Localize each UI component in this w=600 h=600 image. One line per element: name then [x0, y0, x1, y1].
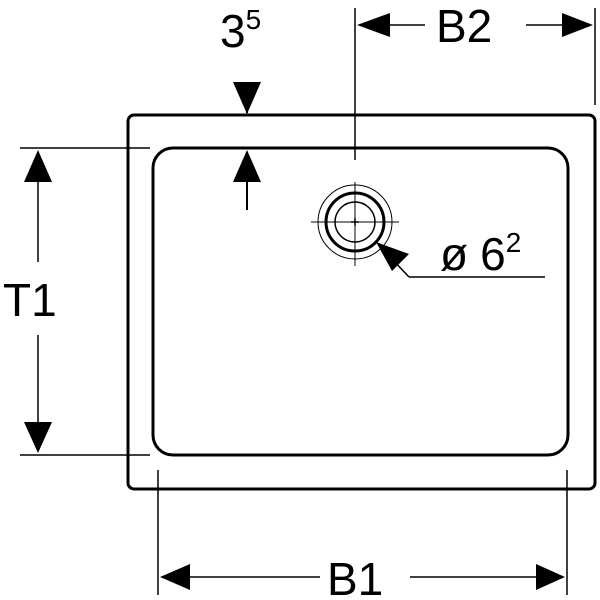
b1-label: B1: [327, 553, 383, 600]
tray-inner-basin: [151, 146, 570, 457]
t1-label: T1: [3, 274, 57, 326]
drain-outlet: [311, 182, 399, 266]
b2-dimension: B2: [354, 0, 596, 160]
rim-thickness-label: 35: [220, 4, 261, 57]
t1-dimension: T1: [3, 147, 150, 456]
b1-dimension: B1: [157, 470, 568, 600]
rim-thickness-dimension: 35: [220, 4, 261, 210]
b2-label: B2: [436, 0, 492, 52]
tray-outer-outline: [126, 113, 597, 491]
